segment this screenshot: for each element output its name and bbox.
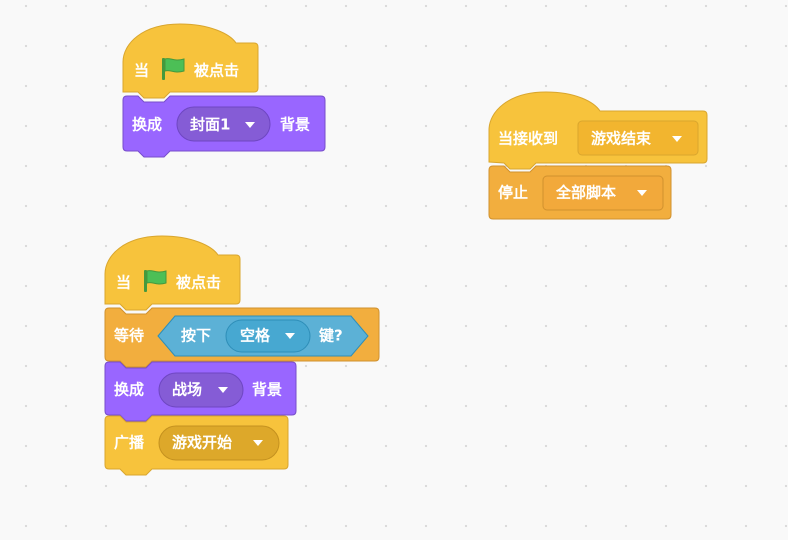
script-2-svg: 当接收到 游戏结束 停止 全部脚本 [488, 91, 708, 220]
message-dropdown-value: 游戏结束 [591, 130, 652, 148]
stop-option-dropdown[interactable]: 全部脚本 [542, 175, 664, 211]
when-flag-clicked-block-2[interactable]: 当 被点击 [104, 235, 241, 311]
broadcast-label: 广播 [114, 434, 145, 452]
stop-block[interactable]: 停止 全部脚本 [488, 165, 672, 220]
backdrop-dropdown-2[interactable]: 战场 [158, 372, 244, 408]
script-stack-2: 当接收到 游戏结束 停止 全部脚本 [488, 91, 710, 222]
hat-clicked-label: 被点击 [176, 274, 221, 292]
hat-clicked-label: 被点击 [194, 62, 239, 80]
wait-until-block[interactable]: 等待 按下 空格 键? [104, 307, 380, 368]
dropdown-arrow-icon [245, 122, 255, 128]
dropdown-arrow-icon [253, 440, 263, 446]
switch-label: 换成 [132, 116, 162, 134]
key-dropdown-value: 空格 [240, 327, 271, 345]
broadcast-message-dropdown[interactable]: 游戏开始 [158, 425, 280, 461]
backdrop-dropdown-value: 封面1 [190, 116, 230, 134]
key-dropdown[interactable]: 空格 [225, 319, 311, 353]
script-3-svg: 当 被点击 等待 按下 空格 键? [104, 235, 380, 476]
backdrop-dropdown[interactable]: 封面1 [176, 106, 271, 142]
dropdown-arrow-icon [218, 387, 228, 393]
dropdown-arrow-icon [672, 136, 682, 142]
switch-label: 换成 [114, 381, 144, 399]
key-pressed-label: 按下 [181, 327, 211, 345]
key-pressed-boolean[interactable]: 按下 空格 键? [157, 315, 369, 357]
key-suffix-label: 键? [318, 327, 343, 345]
switch-backdrop-block-2[interactable]: 换成 战场 背景 [104, 361, 297, 422]
script-1-svg: 当 被点击 换成 封面1 背景 [122, 23, 326, 158]
broadcast-message-value: 游戏开始 [172, 434, 232, 452]
switch-backdrop-block[interactable]: 换成 封面1 背景 [122, 95, 326, 158]
hat-when-label: 当 [116, 274, 131, 292]
when-receive-label: 当接收到 [498, 130, 558, 148]
hat-when-label: 当 [134, 62, 149, 80]
message-dropdown[interactable]: 游戏结束 [577, 120, 699, 156]
dropdown-arrow-icon [637, 190, 647, 196]
switch-suffix-label: 背景 [252, 381, 282, 399]
stop-label: 停止 [498, 184, 528, 202]
script-stack-3: 当 被点击 等待 按下 空格 键? [104, 235, 384, 486]
green-flag-icon [162, 58, 185, 80]
backdrop-dropdown-value: 战场 [172, 381, 202, 399]
script-stack-1: 当 被点击 换成 封面1 背景 [122, 23, 332, 164]
green-flag-icon [144, 270, 167, 292]
stop-option-value: 全部脚本 [555, 184, 616, 202]
when-i-receive-block[interactable]: 当接收到 游戏结束 [488, 91, 708, 170]
dropdown-arrow-icon [285, 333, 295, 339]
wait-label: 等待 [114, 327, 144, 345]
broadcast-block[interactable]: 广播 游戏开始 [104, 415, 289, 476]
when-flag-clicked-block[interactable]: 当 被点击 [122, 23, 259, 99]
switch-suffix-label: 背景 [280, 116, 310, 134]
